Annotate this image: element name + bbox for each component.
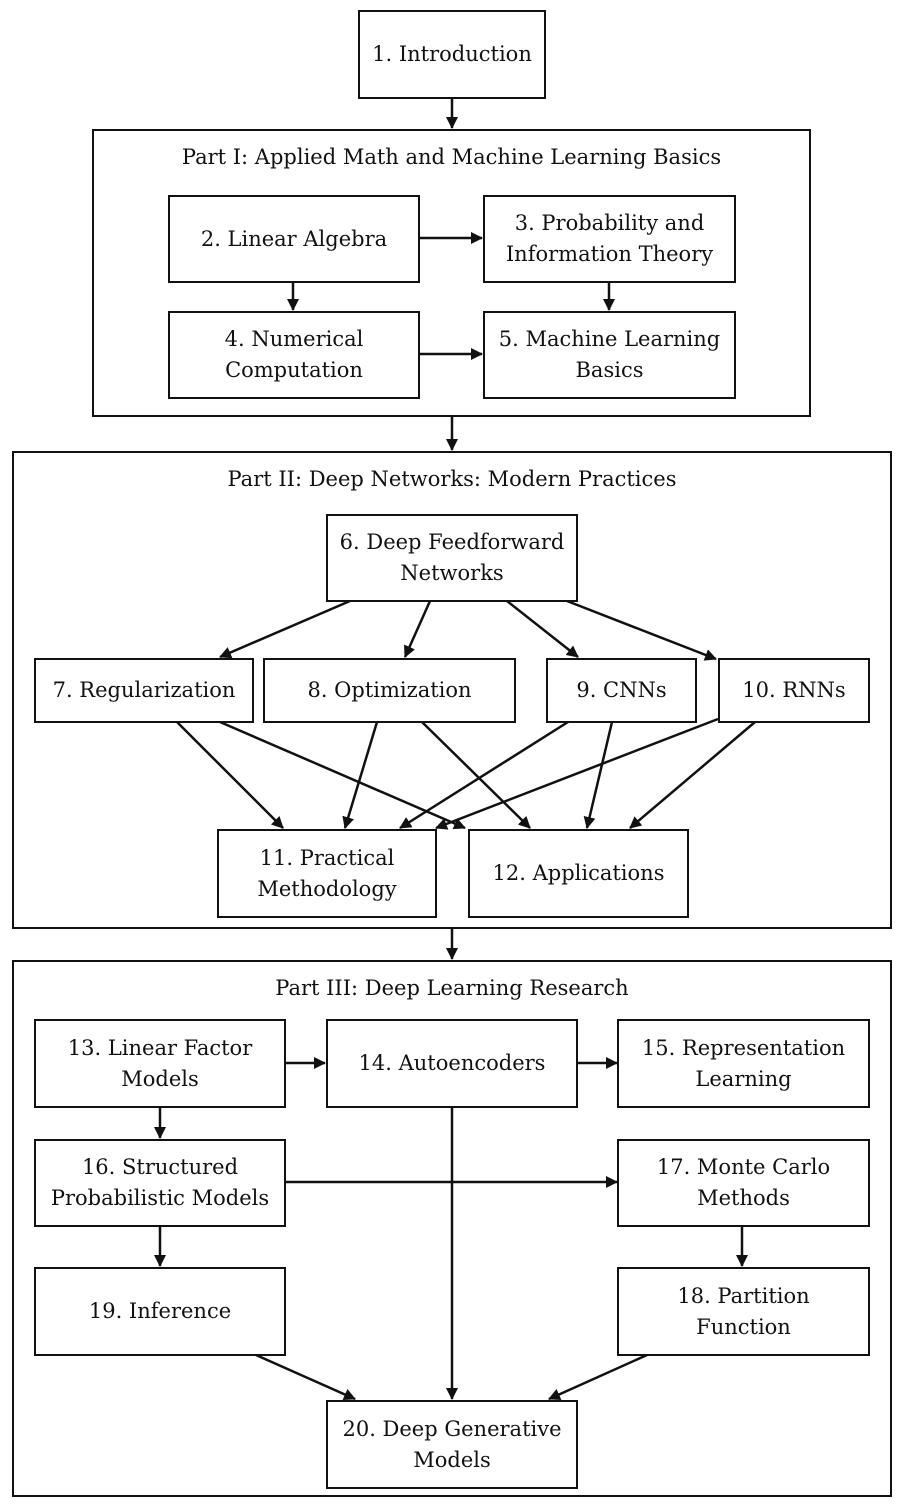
- chapter-20-label: 20. Deep Generative Models: [342, 1416, 562, 1472]
- chapter-5-ml-basics: 5. Machine Learning Basics: [483, 311, 736, 399]
- chapter-16-label: 16. Structured Probabilistic Models: [50, 1155, 270, 1210]
- arrow-6-to-7: [219, 599, 351, 659]
- chapter-8-optimization: 8. Optimization: [263, 658, 516, 723]
- chapter-19-inference: 19. Inference: [34, 1267, 286, 1356]
- chapter-2-linear-algebra: 2. Linear Algebra: [168, 195, 420, 283]
- arrow-6-to-8: [403, 600, 432, 658]
- chapter-17-monte-carlo: 17. Monte Carlo Methods: [617, 1139, 870, 1227]
- part-2-group: Part II: Deep Networks: Modern Practices: [12, 451, 892, 929]
- chapter-16-structured-probabilistic-models: 16. Structured Probabilistic Models: [34, 1139, 286, 1227]
- arrow-8-to-11: [342, 721, 379, 829]
- chapter-10-rnns: 10. RNNs: [718, 658, 870, 723]
- arrow-6-to-10: [566, 599, 717, 661]
- arrow-9-to-12: [583, 721, 614, 829]
- chapter-5-label: 5. Machine Learning Basics: [498, 327, 721, 382]
- chapter-7-regularization: 7. Regularization: [34, 658, 254, 723]
- part-1-group: Part I: Applied Math and Machine Learnin…: [92, 129, 811, 417]
- chapter-12-applications: 12. Applications: [468, 829, 689, 918]
- chapter-11-practical-methodology: 11. Practical Methodology: [217, 829, 437, 918]
- chapter-9-label: 9. CNNs: [576, 678, 667, 702]
- arrow-7-to-11: [176, 721, 284, 829]
- chapter-17-label: 17. Monte Carlo Methods: [656, 1155, 831, 1210]
- part-3-group: Part III: Deep Learning Research: [12, 960, 892, 1497]
- chapter-18-label: 18. Partition Function: [677, 1283, 810, 1339]
- chapter-6-label: 6. Deep Feedforward Networks: [339, 530, 565, 585]
- chapter-19-label: 19. Inference: [88, 1299, 232, 1323]
- chapter-20-deep-generative-models: 20. Deep Generative Models: [326, 1400, 578, 1489]
- arrow-18-to-20: [548, 1353, 648, 1401]
- part-1-title: Part I: Applied Math and Machine Learnin…: [181, 145, 722, 169]
- chapter-2-label: 2. Linear Algebra: [200, 226, 388, 251]
- arrow-10-to-11: [435, 717, 719, 830]
- arrow-7-to-12: [219, 720, 466, 830]
- arrow-19-to-20: [255, 1353, 356, 1401]
- chapter-11-label: 11. Practical Methodology: [257, 845, 397, 901]
- arrow-8-to-12: [421, 721, 531, 829]
- chapter-14-label: 14. Autoencoders: [358, 1051, 546, 1075]
- chapter-4-numerical-computation: 4. Numerical Computation: [168, 311, 420, 399]
- chapter-14-autoencoders: 14. Autoencoders: [326, 1019, 578, 1108]
- chapter-9-cnns: 9. CNNs: [546, 658, 697, 723]
- chapter-6-deep-feedforward: 6. Deep Feedforward Networks: [326, 514, 578, 602]
- chapter-13-label: 13. Linear Factor Models: [67, 1035, 253, 1091]
- arrow-6-to-9: [506, 600, 579, 658]
- part-3-title: Part III: Deep Learning Research: [275, 976, 629, 1000]
- chapter-3-label: 3. Probability and Information Theory: [505, 211, 714, 266]
- chapter-15-representation-learning: 15. Representation Learning: [617, 1019, 870, 1108]
- arrow-9-to-11: [399, 720, 569, 830]
- chapter-4-label: 4. Numerical Computation: [224, 327, 364, 382]
- arrow-10-to-12: [629, 721, 756, 829]
- part-2-title: Part II: Deep Networks: Modern Practices: [227, 467, 677, 491]
- chapter-18-partition-function: 18. Partition Function: [617, 1267, 870, 1356]
- chapter-15-label: 15. Representation Learning: [641, 1035, 846, 1091]
- chapter-10-label: 10. RNNs: [742, 678, 846, 702]
- chapter-1-introduction: 1. Introduction: [358, 10, 546, 99]
- chapter-3-probability: 3. Probability and Information Theory: [483, 195, 736, 283]
- chapter-13-linear-factor-models: 13. Linear Factor Models: [34, 1019, 286, 1108]
- chapter-1-label: 1. Introduction: [372, 42, 532, 66]
- chapter-8-label: 8. Optimization: [307, 678, 472, 702]
- chapter-12-label: 12. Applications: [492, 861, 665, 885]
- chapter-7-label: 7. Regularization: [52, 678, 236, 702]
